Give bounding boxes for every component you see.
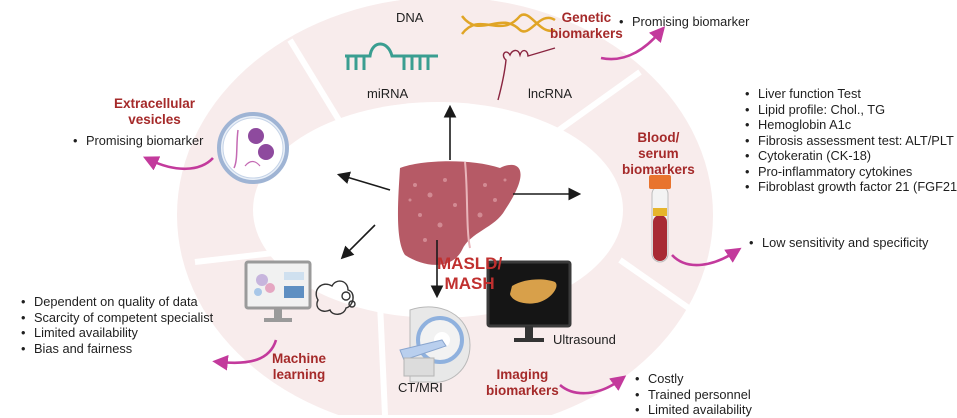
arrow-to-machine-learning xyxy=(340,224,376,260)
ring-divider xyxy=(194,247,301,265)
genetic-biomarkers-title: Genetic biomarkers xyxy=(550,10,623,42)
blood-tube-icon xyxy=(649,175,671,263)
list-item: Dependent on quality of data xyxy=(21,294,213,310)
lncrna-label: lncRNA xyxy=(528,86,573,101)
list-item: Promising biomarker xyxy=(73,133,203,149)
extracellular-title-line1: Extracellular xyxy=(114,96,196,111)
center-label: MASLD/ MASH xyxy=(437,254,502,294)
machine-learning-limitations: Dependent on quality of data Scarcity of… xyxy=(20,294,213,356)
list-item: Promising biomarker xyxy=(619,14,749,30)
genetic-title-line2: biomarkers xyxy=(550,26,623,41)
ml-monitor-icon xyxy=(244,260,312,322)
extracellular-bullets: Promising biomarker xyxy=(72,133,203,149)
brain-gears-icon xyxy=(315,280,356,315)
ring-divider xyxy=(618,257,722,333)
center-label-line1: MASLD/ xyxy=(437,254,503,273)
ring-divider xyxy=(377,302,388,415)
dna-icon xyxy=(461,13,556,35)
list-item: Scarcity of competent specialist xyxy=(21,310,213,326)
curved-arrow-blood xyxy=(671,247,742,267)
machine-learning-title: Machine learning xyxy=(272,351,326,383)
curved-arrow-machine-learning xyxy=(212,339,278,371)
list-item: Cytokeratin (CK-18) xyxy=(745,148,957,164)
extracellular-title-line2: vesicles xyxy=(128,112,181,127)
lncrna-icon xyxy=(497,47,556,101)
genetic-bullets: Promising biomarker xyxy=(618,14,749,30)
arrow-to-extracellular xyxy=(336,171,391,191)
list-item: Limited availability xyxy=(21,325,213,341)
list-item: Fibroblast growth factor 21 (FGF21 xyxy=(745,179,957,195)
list-item: Low sensitivity and specificity xyxy=(749,235,928,251)
extracellular-vesicles-title: Extracellular vesicles xyxy=(114,96,195,128)
liver-icon xyxy=(397,161,521,265)
list-item: Trained personnel xyxy=(635,387,752,403)
blood-title-line1: Blood/ xyxy=(637,130,680,145)
ring-divider xyxy=(287,38,348,132)
curved-arrow-genetic xyxy=(600,26,666,61)
list-item: Liver function Test xyxy=(745,86,957,102)
list-item: Fibrosis assessment test: ALT/PLT xyxy=(745,133,957,149)
imaging-limitations: Costly Trained personnel Limited availab… xyxy=(634,371,752,418)
blood-limitations: Low sensitivity and specificity xyxy=(748,235,928,251)
ct-mri-label: CT/MRI xyxy=(398,380,443,395)
list-item: Pro-inflammatory cytokines xyxy=(745,164,957,180)
imaging-title-line1: Imaging xyxy=(496,367,549,382)
blood-title-line3: biomarkers xyxy=(622,162,695,177)
ultrasound-monitor-icon xyxy=(486,260,572,342)
dna-label: DNA xyxy=(396,10,424,25)
imaging-title-line2: biomarkers xyxy=(486,383,559,398)
blood-serum-biomarkers-title: Blood/ serum biomarkers xyxy=(622,130,695,178)
ct-mri-scanner-icon xyxy=(399,306,471,383)
ml-title-line2: learning xyxy=(272,367,326,382)
list-item: Hemoglobin A1c xyxy=(745,117,957,133)
curved-arrow-extracellular xyxy=(142,156,214,171)
list-item: Limited availability xyxy=(635,402,752,418)
list-item: Lipid profile: Chol., TG xyxy=(745,102,957,118)
extracellular-vesicle-icon xyxy=(217,112,289,184)
curved-arrow-imaging xyxy=(559,375,627,395)
ml-title-line1: Machine xyxy=(272,351,327,366)
blood-title-line2: serum xyxy=(638,146,679,161)
blood-tests-list: Liver function Test Lipid profile: Chol.… xyxy=(744,86,957,195)
list-item: Bias and fairness xyxy=(21,341,213,357)
ring-divider xyxy=(543,69,642,143)
list-item: Costly xyxy=(635,371,752,387)
mirna-icon xyxy=(345,42,438,70)
center-label-line2: MASH xyxy=(444,274,495,293)
imaging-biomarkers-title: Imaging biomarkers xyxy=(486,367,559,399)
ultrasound-label: Ultrasound xyxy=(553,332,616,347)
mirna-label: miRNA xyxy=(367,86,409,101)
genetic-title-line1: Genetic xyxy=(561,10,612,25)
